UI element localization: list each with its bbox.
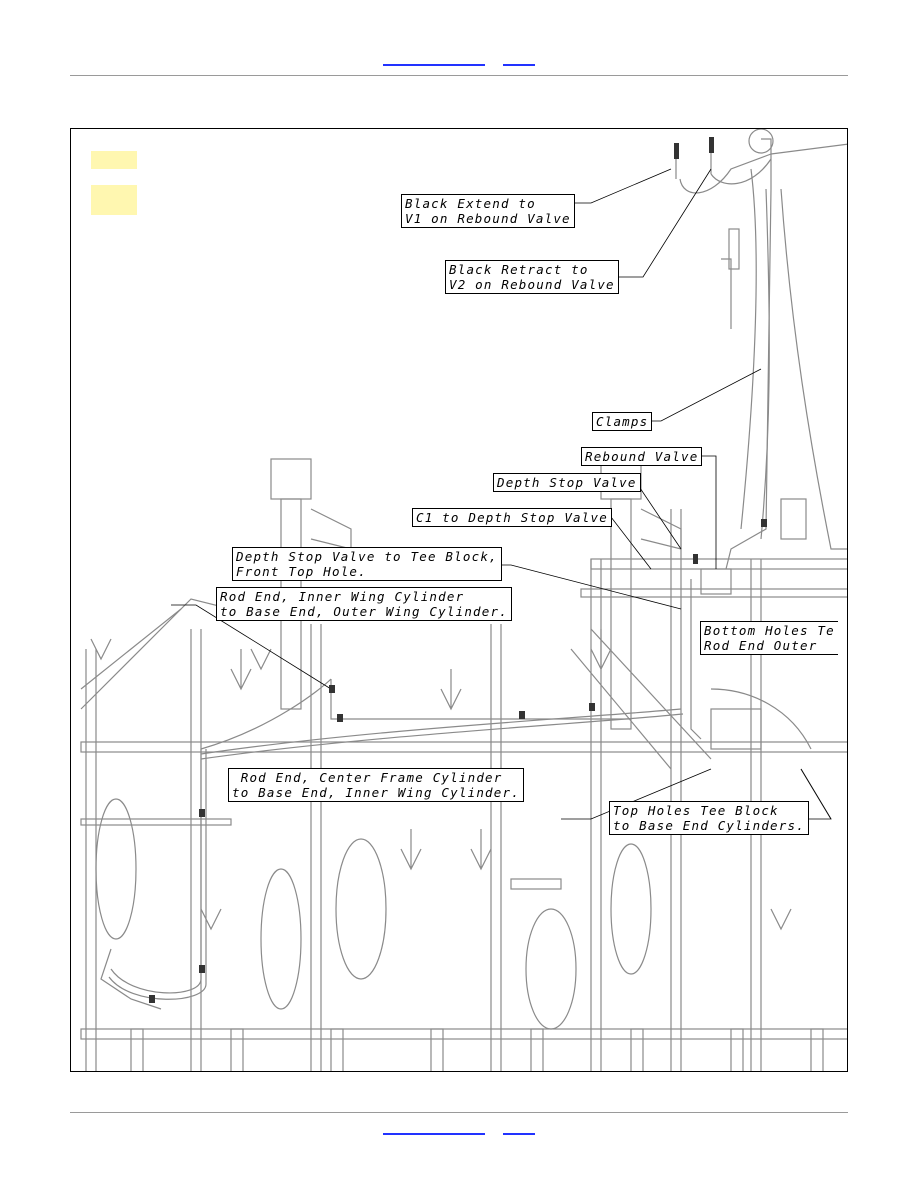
legend-swatch-1: [91, 151, 137, 169]
callout-line-1: C1 to Depth Stop Valve: [416, 510, 608, 525]
callout-clamps: Clamps: [592, 412, 653, 431]
callout-line-1: Rod End, Inner Wing Cylinder: [220, 589, 465, 604]
footer-rule: [70, 1112, 848, 1113]
header-link-secondary[interactable]: [503, 64, 535, 66]
callout-depth-to-tee: Depth Stop Valve to Tee Block,Front Top …: [232, 547, 502, 581]
machine-drawing: [80, 129, 847, 1071]
header-link-primary[interactable]: [383, 64, 485, 66]
callout-line-1: Rebound Valve: [585, 449, 699, 464]
callout-line-2: V2 on Rebound Valve: [449, 277, 615, 292]
callout-line-2: to Base End, Outer Wing Cylinder.: [220, 604, 508, 619]
footer-link-primary[interactable]: [383, 1133, 485, 1135]
callout-line-2: Rod End Outer: [704, 638, 818, 653]
legend-swatch-2: [91, 185, 137, 215]
callout-line-2: to Base End Cylinders.: [613, 818, 805, 833]
callout-line-2: to Base End, Inner Wing Cylinder.: [232, 785, 520, 800]
callout-line-1: Black Extend to: [405, 196, 536, 211]
callout-rebound-valve: Rebound Valve: [581, 447, 703, 466]
callout-line-1: Bottom Holes Te: [704, 623, 835, 638]
callout-line-1: Top Holes Tee Block: [613, 803, 779, 818]
header-rule: [70, 75, 848, 76]
callout-line-1: Black Retract to: [449, 262, 589, 277]
callout-line-2: V1 on Rebound Valve: [405, 211, 571, 226]
callout-c1-depth-stop: C1 to Depth Stop Valve: [412, 508, 612, 527]
callout-line-1: Depth Stop Valve: [497, 475, 637, 490]
callout-line-1: Rod End, Center Frame Cylinder: [232, 770, 503, 785]
callout-line-2: Front Top Hole.: [236, 564, 367, 579]
footer-link-secondary[interactable]: [503, 1133, 535, 1135]
callout-line-1: Depth Stop Valve to Tee Block,: [236, 549, 498, 564]
callout-depth-stop-valve: Depth Stop Valve: [493, 473, 641, 492]
callout-line-1: Clamps: [596, 414, 649, 429]
